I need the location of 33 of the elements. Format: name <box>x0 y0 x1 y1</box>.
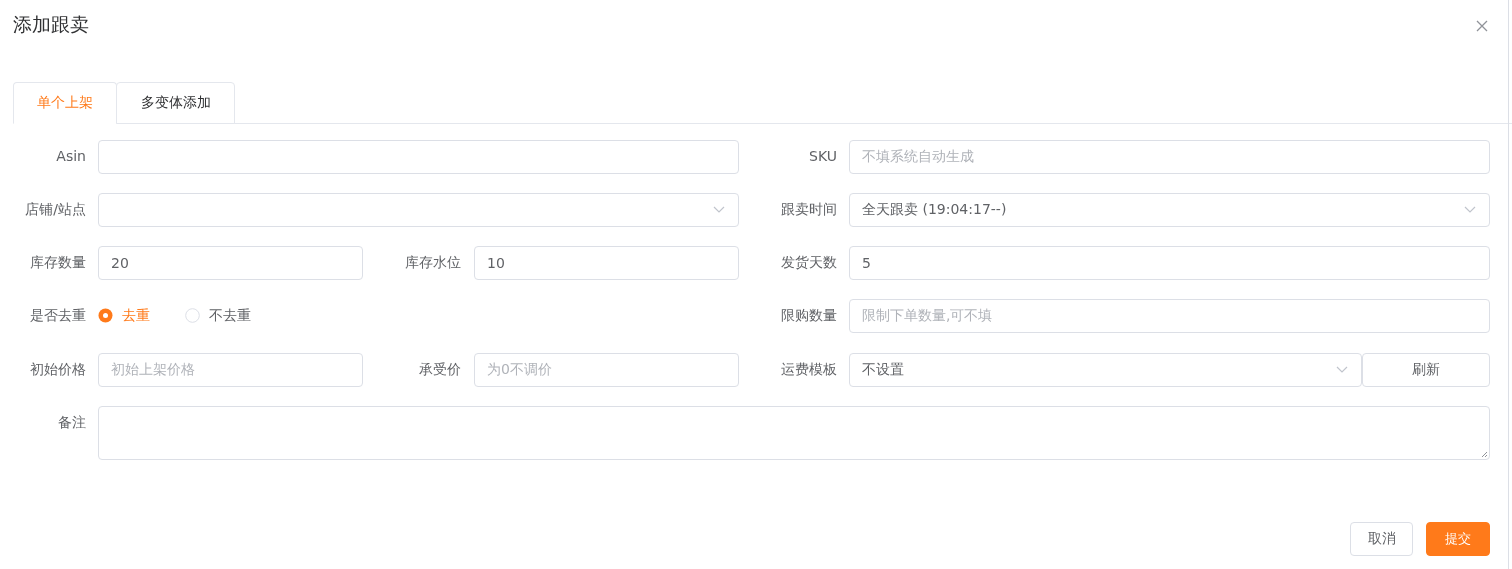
input-field: 20 <box>98 246 363 280</box>
input-field: 初始上架价格 <box>98 353 363 387</box>
button: 刷新 <box>1362 353 1490 387</box>
field-label: 库存水位 <box>405 253 461 272</box>
field-label: 库存数量 <box>30 253 86 272</box>
dialog-title: 添加跟卖 <box>13 12 89 37</box>
input-field: 10 <box>474 246 739 280</box>
field-label: SKU <box>809 147 837 166</box>
field-label: 跟卖时间 <box>781 200 837 219</box>
input-field <box>98 140 739 174</box>
field-label: 备注 <box>58 413 86 432</box>
input-field: 限制下单数量,可不填 <box>849 299 1490 333</box>
input-field: 5 <box>849 246 1490 280</box>
field-label: 运费模板 <box>781 360 837 379</box>
select-field <box>98 193 739 227</box>
field-label: 初始价格 <box>30 360 86 379</box>
tab: 单个上架 <box>13 82 117 124</box>
button: 取消 <box>1350 522 1413 556</box>
select-field: 不设置 <box>849 353 1362 387</box>
option-label: 去重 <box>122 306 150 325</box>
tab: 多变体添加 <box>116 82 235 124</box>
field-label: Asin <box>56 147 86 166</box>
field-label: 限购数量 <box>781 306 837 325</box>
submit-button: 提交 <box>1426 522 1490 556</box>
field-label: 发货天数 <box>781 253 837 272</box>
field-label: 是否去重 <box>30 306 86 325</box>
select-field: 全天跟卖 (19:04:17--) <box>849 193 1490 227</box>
option-label: 不去重 <box>209 306 251 325</box>
input-field: 不填系统自动生成 <box>849 140 1490 174</box>
textarea-field <box>98 406 1490 460</box>
input-field: 为0不调价 <box>474 353 739 387</box>
field-label: 店铺/站点 <box>25 200 86 219</box>
field-label: 承受价 <box>419 360 461 379</box>
